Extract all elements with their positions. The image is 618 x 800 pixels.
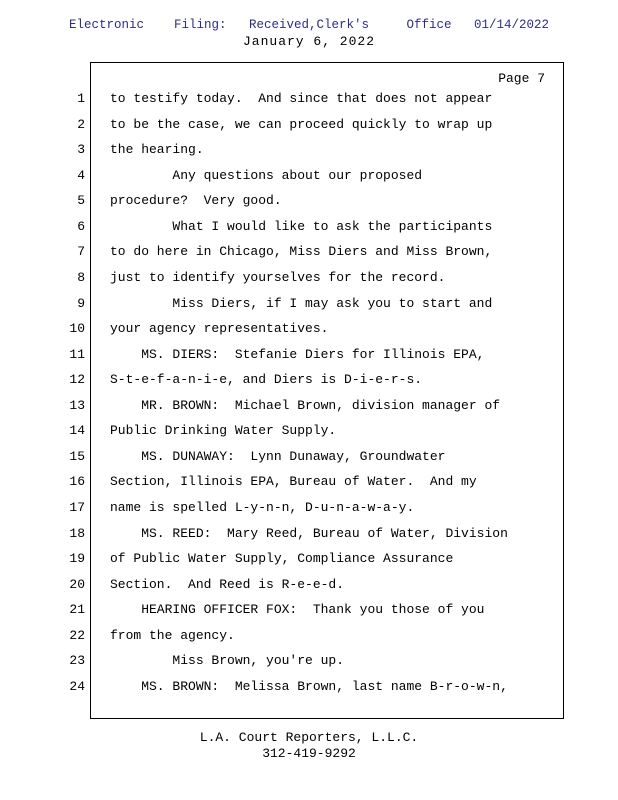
transcript-line: 3 the hearing. <box>0 137 560 163</box>
line-number: 6 <box>77 218 85 234</box>
reporter-footer: L.A. Court Reporters, L.L.C. 312-419-929… <box>0 730 618 761</box>
transcript-line: 11 MS. DIERS: Stefanie Diers for Illinoi… <box>0 342 560 368</box>
line-number: 9 <box>77 295 85 311</box>
transcript-lines: 1 to testify today. And since that does n… <box>0 86 560 700</box>
line-text: HEARING OFFICER FOX: Thank you those of … <box>110 602 485 618</box>
transcript-line: 1 to testify today. And since that does n… <box>0 86 560 112</box>
transcript-line: 17 name is spelled L-y-n-n, D-u-n-a-w-a-y… <box>0 495 560 521</box>
line-number: 5 <box>77 193 85 209</box>
line-text: MS. DIERS: Stefanie Diers for Illinois E… <box>110 346 485 362</box>
transcript-line: 5 procedure? Very good. <box>0 188 560 214</box>
transcript-line: 6 What I would like to ask the participa… <box>0 214 560 240</box>
transcript-line: 14 Public Drinking Water Supply. <box>0 418 560 444</box>
transcript-line: 7 to do here in Chicago, Miss Diers and M… <box>0 239 560 265</box>
line-text: Section. And Reed is R-e-e-d. <box>110 576 345 592</box>
line-number: 17 <box>69 500 85 515</box>
line-text: MS. DUNAWAY: Lynn Dunaway, Groundwater <box>110 448 446 464</box>
transcript-line: 10 your agency representatives. <box>0 316 560 342</box>
transcript-line: 18 MS. REED: Mary Reed, Bureau of Water,… <box>0 521 560 547</box>
line-number: 7 <box>77 244 85 260</box>
line-number: 15 <box>69 448 85 464</box>
transcript-line: 19 of Public Water Supply, Compliance Ass… <box>0 546 560 572</box>
line-text: MS. REED: Mary Reed, Bureau of Water, Di… <box>110 525 508 541</box>
line-number: 11 <box>69 346 85 362</box>
line-number: 20 <box>69 576 85 592</box>
line-number: 18 <box>69 525 85 541</box>
line-text: Any questions about our proposed <box>110 167 423 183</box>
line-text: Section, Illinois EPA, Bureau of Water. … <box>110 474 477 490</box>
electronic-filing-stamp: Electronic Filing: Received,Clerk's Offi… <box>68 18 550 32</box>
transcript-line: 22 from the agency. <box>0 623 560 649</box>
line-number: 8 <box>77 269 85 285</box>
line-text: to do here in Chicago, Miss Diers and Mi… <box>110 244 493 260</box>
line-text: S-t-e-f-a-n-i-e, and Diers is D-i-e-r-s. <box>110 372 423 388</box>
page-number-label: Page 7 <box>498 71 545 86</box>
line-text: name is spelled L-y-n-n, D-u-n-a-w-a-y. <box>110 500 415 515</box>
line-text: your agency representatives. <box>110 321 329 337</box>
line-text: MS. BROWN: Melissa Brown, last name B-r-… <box>110 678 508 694</box>
transcript-line: 12 S-t-e-f-a-n-i-e, and Diers is D-i-e-r-… <box>0 367 560 393</box>
line-text: Public Drinking Water Supply. <box>110 423 337 439</box>
transcript-line: 4 Any questions about our proposed <box>0 163 560 189</box>
transcript-line: 2 to be the case, we can proceed quickly … <box>0 112 560 138</box>
reporter-phone: 312-419-9292 <box>262 745 356 761</box>
line-number: 22 <box>69 627 85 643</box>
hearing-date: January 6, 2022 <box>242 34 376 49</box>
transcript-line: 24 MS. BROWN: Melissa Brown, last name B… <box>0 674 560 700</box>
transcript-line: 15 MS. DUNAWAY: Lynn Dunaway, Groundwate… <box>0 444 560 470</box>
line-text: procedure? Very good. <box>110 193 282 209</box>
line-text: just to identify yourselves for the reco… <box>110 269 446 285</box>
transcript-line: 13 MR. BROWN: Michael Brown, division ma… <box>0 393 560 419</box>
transcript-border-box: Page 7 <box>90 62 564 719</box>
line-text: to testify today. And since that does no… <box>110 91 493 106</box>
line-number: 2 <box>77 116 85 132</box>
line-number: 23 <box>69 653 85 669</box>
transcript-line: 21 HEARING OFFICER FOX: Thank you those … <box>0 597 560 623</box>
reporter-company: L.A. Court Reporters, L.L.C. <box>199 730 419 745</box>
line-number: 14 <box>69 423 85 439</box>
line-text: from the agency. <box>110 627 235 643</box>
line-text: the hearing. <box>110 142 204 158</box>
line-number: 16 <box>69 474 85 490</box>
transcript-line: 23 Miss Brown, you're up. <box>0 648 560 674</box>
line-text: Miss Diers, if I may ask you to start an… <box>110 295 493 311</box>
line-text: What I would like to ask the participant… <box>110 218 493 234</box>
line-number: 4 <box>77 167 85 183</box>
line-number: 19 <box>69 551 85 567</box>
transcript-line: 16 Section, Illinois EPA, Bureau of Water… <box>0 469 560 495</box>
line-number: 10 <box>69 321 85 337</box>
line-number: 12 <box>69 372 85 388</box>
line-number: 13 <box>69 397 85 413</box>
line-text: to be the case, we can proceed quickly t… <box>110 116 493 132</box>
line-number: 24 <box>69 678 85 694</box>
line-text: Miss Brown, you're up. <box>110 653 345 669</box>
transcript-line: 9 Miss Diers, if I may ask you to start … <box>0 291 560 317</box>
line-text: MR. BROWN: Michael Brown, division manag… <box>110 397 501 413</box>
transcript-line: 8 just to identify yourselves for the rec… <box>0 265 560 291</box>
transcript-line: 20 Section. And Reed is R-e-e-d. <box>0 572 560 598</box>
line-text: of Public Water Supply, Compliance Assur… <box>110 551 454 567</box>
line-number: 21 <box>69 602 85 618</box>
line-number: 3 <box>77 142 85 158</box>
line-number: 1 <box>77 91 85 106</box>
